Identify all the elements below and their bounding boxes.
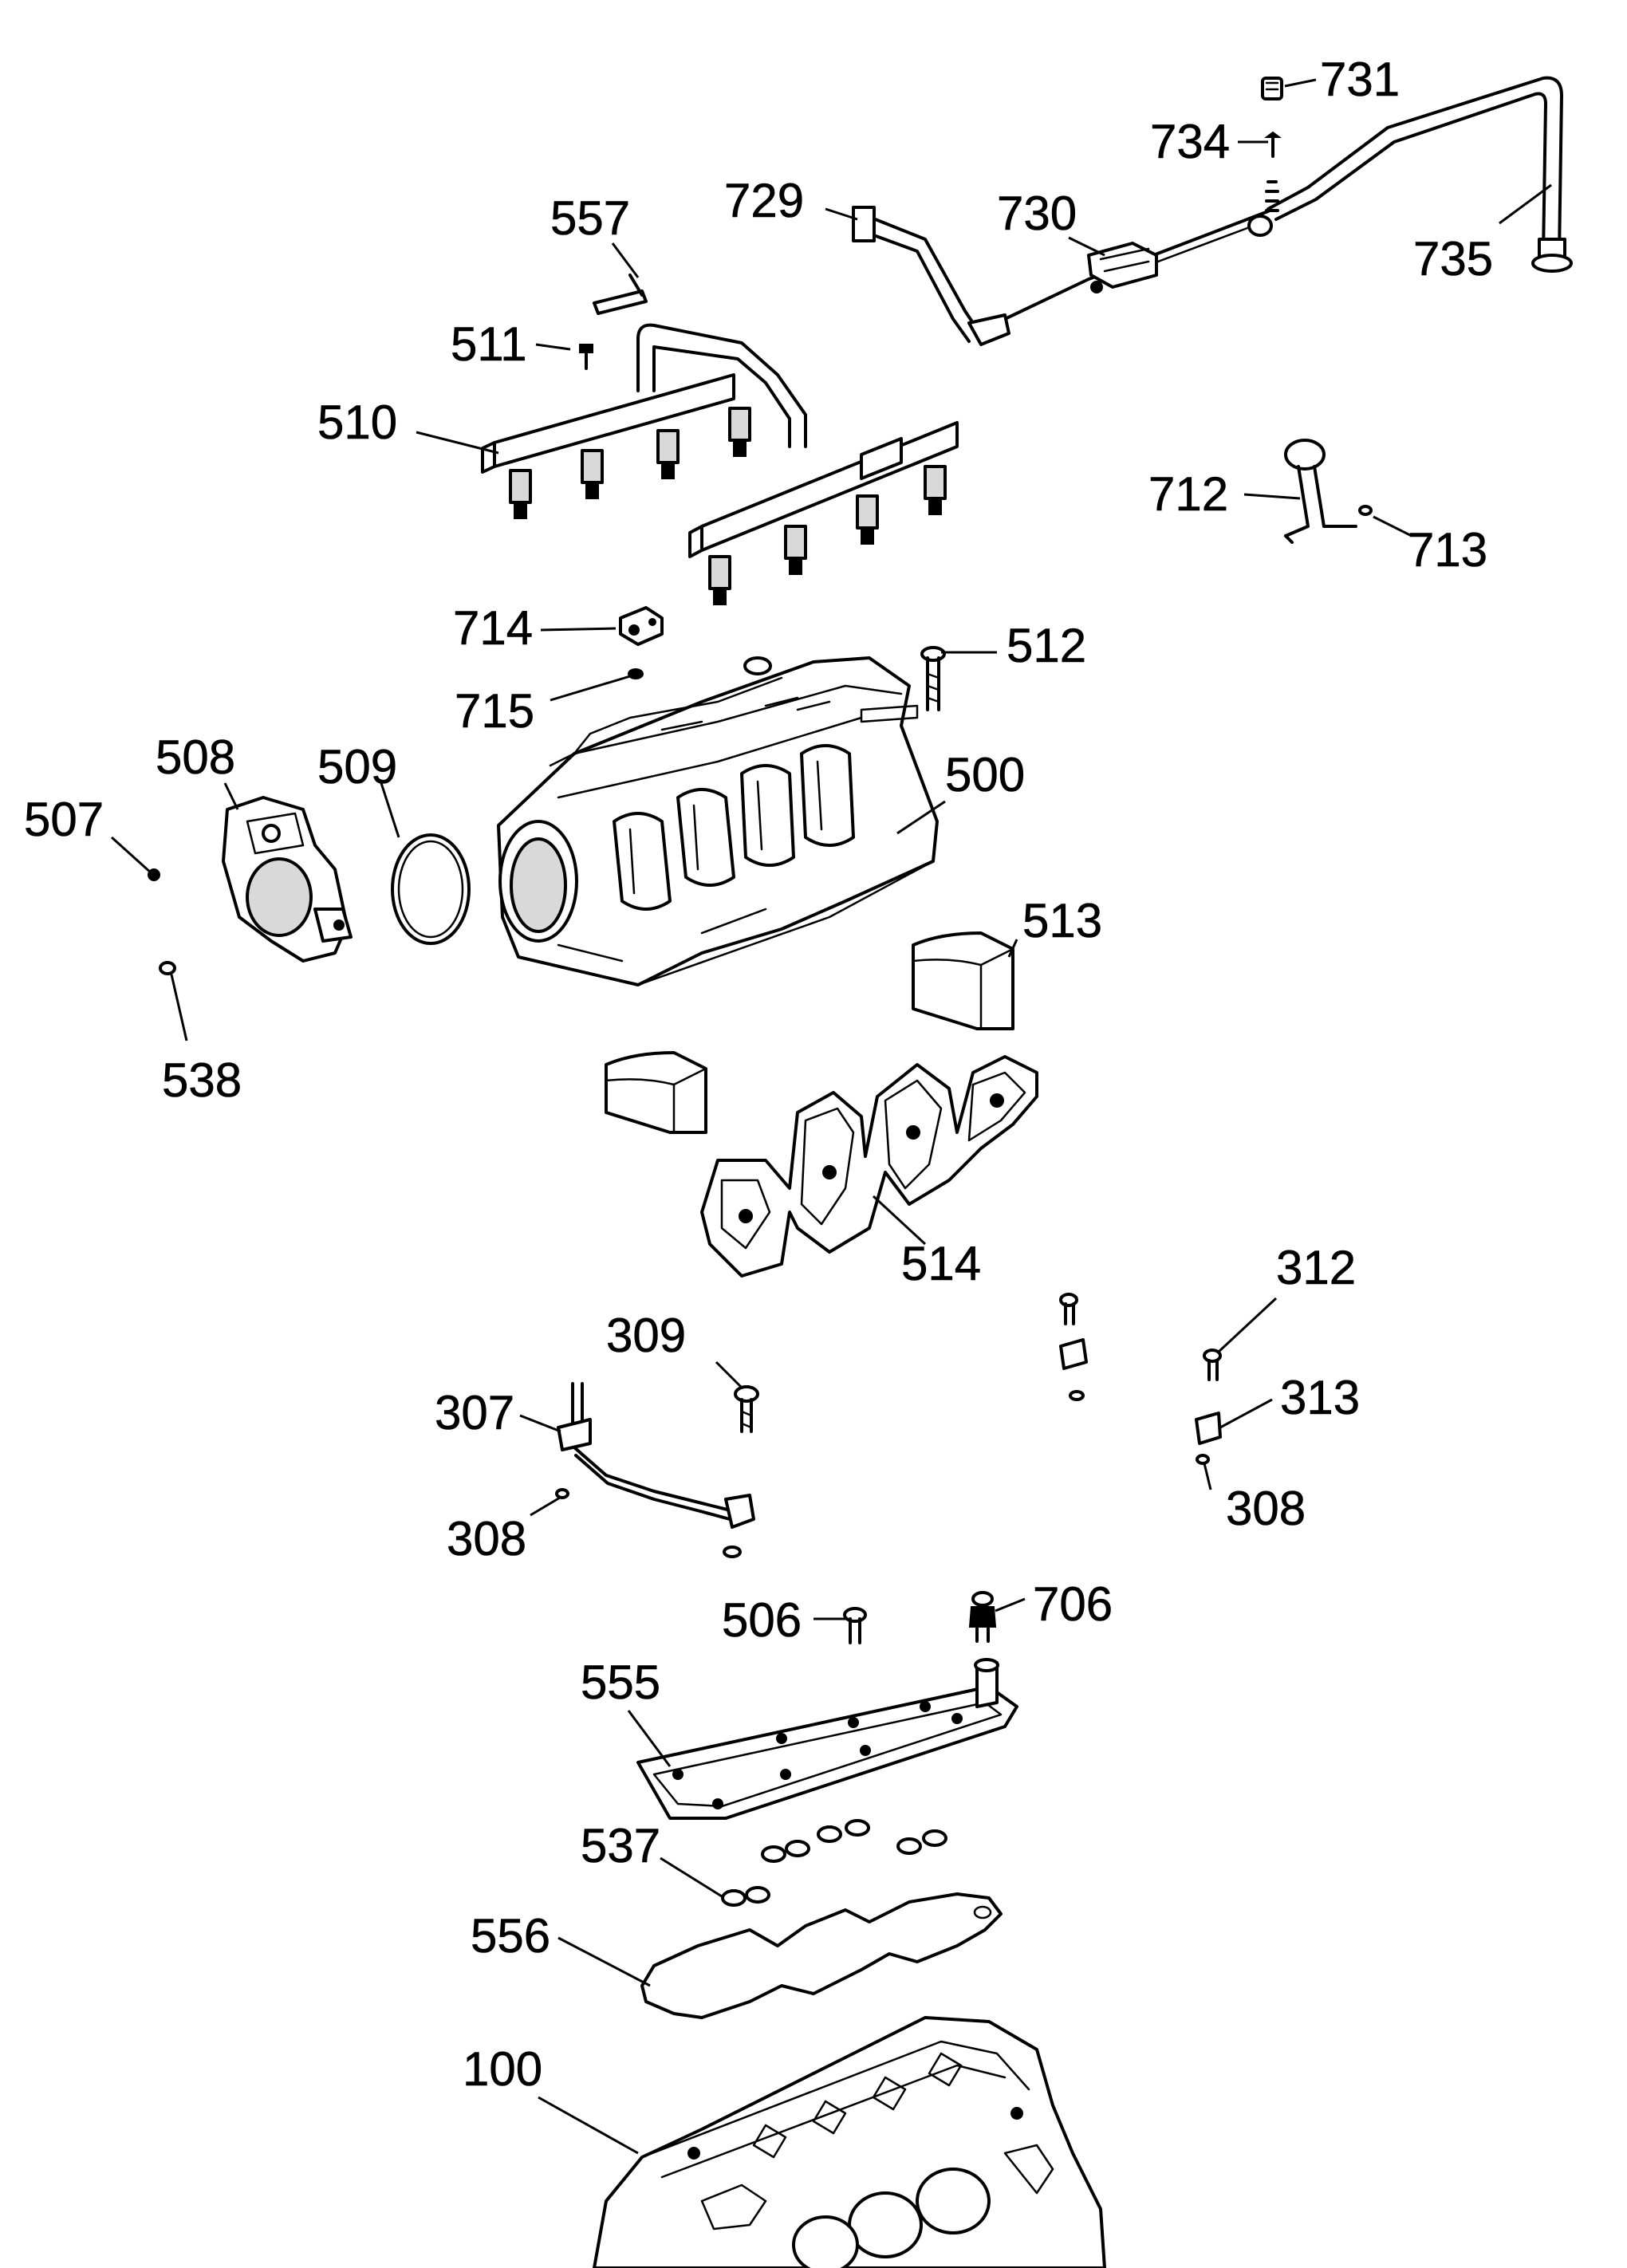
injector (656, 429, 680, 479)
callout-510: 510 (317, 396, 397, 449)
bracket-557 (593, 274, 648, 315)
callout-307: 307 (435, 1386, 514, 1439)
sensor-714 (619, 606, 664, 646)
callout-511: 511 (451, 317, 527, 371)
fuel-pipe-clip-729-assembly (852, 206, 1010, 346)
engine-block-100 (593, 2016, 1106, 2268)
callout-731: 731 (1320, 53, 1400, 106)
callout-730: 730 (997, 187, 1077, 240)
fuel-rail-right-510 (688, 421, 959, 605)
callout-555: 555 (581, 1656, 660, 1709)
callout-714: 714 (453, 601, 533, 655)
fuel-rail-crossover-tube (636, 323, 807, 448)
plug-513-right (912, 931, 1014, 1030)
callout-513: 513 (1022, 894, 1102, 947)
seal-308-right (1196, 1454, 1210, 1465)
callout-537: 537 (581, 1819, 660, 1872)
injector (728, 407, 751, 457)
valley-cover-555 (636, 1658, 1018, 1820)
knock-sensor-center (1059, 1293, 1088, 1401)
callout-506: 506 (722, 1593, 802, 1647)
callout-712: 712 (1148, 467, 1228, 521)
intake-manifold-500 (497, 656, 939, 986)
callout-308-right: 308 (1226, 1482, 1306, 1535)
pin-734 (1264, 131, 1282, 158)
bolt-309 (734, 1385, 759, 1433)
callout-734: 734 (1150, 115, 1230, 168)
callout-512: 512 (1007, 619, 1086, 672)
intake-gasket-514 (700, 1055, 1038, 1278)
fuel-pipe-retainer-spring (1247, 180, 1279, 237)
knock-sensor-harness-307 (557, 1382, 755, 1558)
callout-313: 313 (1280, 1371, 1360, 1424)
fuel-pipe-connector-730 (1087, 242, 1158, 293)
callout-309: 309 (606, 1309, 686, 1362)
fuel-feed-pipe-735 (1267, 76, 1573, 273)
callout-706: 706 (1033, 1577, 1113, 1631)
o-rings-537 (721, 1819, 947, 1907)
callout-508: 508 (156, 730, 235, 784)
injector (708, 555, 731, 605)
injector (784, 525, 807, 575)
callout-556: 556 (471, 1909, 550, 1963)
callout-538: 538 (162, 1053, 242, 1107)
bolt-538 (159, 961, 176, 975)
callout-500: 500 (945, 748, 1025, 801)
valley-gasket-556 (640, 1892, 1003, 2019)
callout-308-left: 308 (447, 1512, 526, 1565)
sensor-706 (968, 1591, 997, 1643)
callout-514: 514 (901, 1237, 981, 1290)
injector (856, 494, 879, 545)
leader-lines (110, 78, 1552, 2155)
bracket-712 (1284, 439, 1357, 544)
callout-509: 509 (317, 740, 397, 793)
injector (509, 469, 532, 519)
fuel-rail-left-510 (481, 373, 751, 519)
injector (924, 465, 947, 515)
gasket-509 (391, 833, 471, 945)
bolt-511 (579, 344, 593, 370)
knock-sensor-313 (1195, 1412, 1222, 1445)
callout-735: 735 (1413, 232, 1493, 285)
bolt-506 (843, 1607, 867, 1644)
stud-512 (920, 646, 946, 711)
callout-715: 715 (455, 684, 534, 738)
callout-507: 507 (24, 793, 104, 846)
injector (581, 449, 604, 499)
seal-308-left (555, 1488, 569, 1499)
callout-557: 557 (550, 191, 630, 245)
callout-100: 100 (463, 2042, 542, 2096)
callout-713: 713 (1408, 523, 1487, 577)
callout-729: 729 (724, 174, 804, 227)
plug-513-left (605, 1051, 707, 1134)
clip-713 (1358, 505, 1373, 516)
throttle-body-508 (222, 796, 353, 963)
callout-labels: 731 734 729 730 735 557 511 510 712 713 … (24, 53, 1494, 2097)
bolt-312 (1203, 1349, 1222, 1381)
cap-731 (1261, 77, 1283, 100)
seal-715 (628, 668, 644, 679)
callout-312: 312 (1276, 1241, 1356, 1294)
